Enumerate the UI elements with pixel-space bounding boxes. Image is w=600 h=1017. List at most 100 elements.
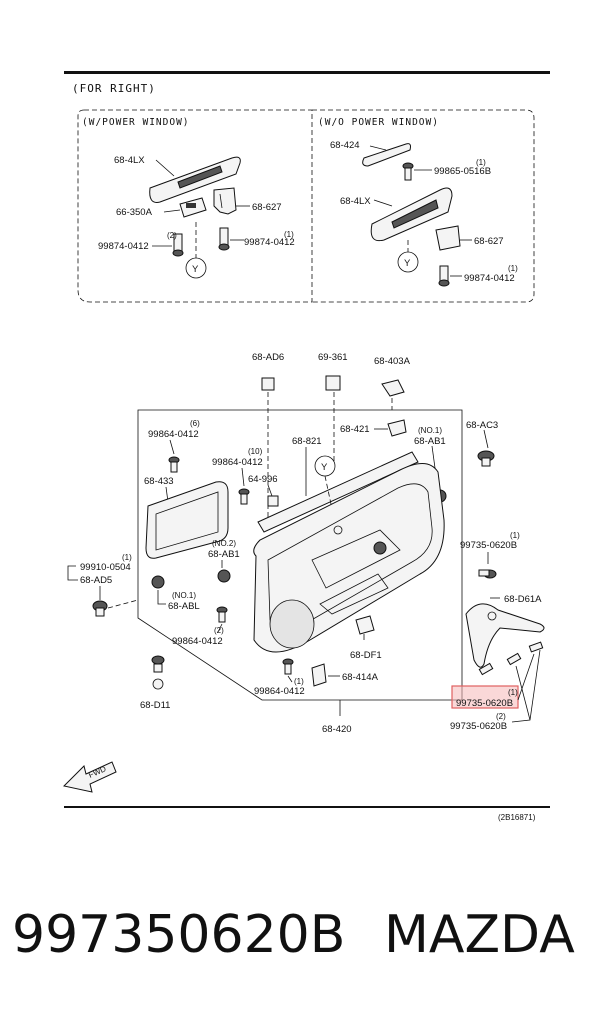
qty: (10) (248, 447, 263, 456)
screw-99864-6 (168, 456, 180, 473)
pocket-68-433 (145, 481, 229, 559)
screw-right (438, 265, 450, 287)
leader (483, 429, 489, 449)
clip-68-403a (381, 379, 405, 397)
leader (157, 590, 166, 605)
door-trim-frame (137, 409, 463, 701)
label-68-421: 68-421 (340, 424, 370, 435)
qty: (1) (294, 677, 304, 686)
label-99864-0412-1: 99864-0412 (254, 686, 305, 697)
qty: (2) (214, 626, 224, 635)
screws-99735-lower (478, 641, 544, 676)
label-68-627-right: 68-627 (474, 236, 504, 247)
label-99874-0412: 99874-0412 (98, 241, 149, 252)
qty: (6) (190, 419, 200, 428)
qty: (1) (510, 531, 520, 540)
header-for-right: (FOR RIGHT) (72, 82, 156, 95)
label-68-627: 68-627 (252, 202, 282, 213)
y-marker (185, 257, 207, 279)
qty: (1) (508, 264, 518, 273)
label-68-821: 68-821 (292, 436, 322, 447)
screw-99735-right (478, 569, 497, 579)
qty: (1) (284, 230, 294, 239)
reference-code: (2B16871) (498, 813, 536, 822)
label-68-ad6: 68-AD6 (252, 352, 284, 363)
leader (67, 565, 78, 581)
label-99864-0412-6: 99864-0412 (148, 429, 199, 440)
label-68-4lx-right: 68-4LX (340, 196, 371, 207)
label-68-abl-no1: 68-ABL (168, 601, 200, 612)
qty: (NO.2) (212, 539, 236, 548)
label-99864-0412-10: 99864-0412 (212, 457, 263, 468)
clip-68-df1 (355, 615, 375, 640)
y-marker-label: Y (192, 264, 199, 275)
screw-left-2 (218, 227, 230, 251)
label-68-4lx: 68-4LX (114, 155, 145, 166)
highlight-box (451, 685, 519, 709)
leader (287, 675, 293, 683)
label-68-ab1-no2: 68-AB1 (208, 549, 240, 560)
part-number: 997350620B (12, 905, 346, 965)
label-68-420: 68-420 (322, 724, 352, 735)
footer: 997350620B MAZDA (0, 895, 600, 985)
label-68-414a: 68-414A (342, 672, 379, 683)
leader (241, 467, 245, 487)
screw-99864-2 (216, 606, 228, 623)
clip-68-ad5 (92, 600, 108, 617)
leader (217, 623, 223, 633)
clip-68-ad6 (261, 377, 275, 391)
label-66-350a: 66-350A (116, 207, 153, 218)
qty: (NO.1) (418, 426, 442, 435)
leader (169, 439, 175, 455)
trim-68-424 (362, 143, 411, 167)
box-no-power-window-title: (W/O POWER WINDOW) (318, 117, 439, 128)
clip-69-361 (325, 375, 341, 391)
leader (373, 199, 393, 207)
label-68-403a: 68-403A (374, 356, 411, 367)
screw-left-1 (172, 233, 184, 257)
fwd-arrow: FWD (62, 761, 117, 793)
label-68-433: 68-433 (144, 476, 174, 487)
window-switch (179, 197, 207, 218)
leader (511, 649, 541, 723)
label-68-ac3: 68-AC3 (466, 420, 498, 431)
bracket-68-627-right (435, 225, 461, 251)
label-99735-0620b-highlighted: 99735-0620B (456, 698, 513, 709)
weatherstrip-68-821 (257, 451, 419, 533)
top-rule (64, 71, 550, 74)
box-power-window (77, 109, 313, 303)
box-no-power-window (312, 109, 535, 303)
qty: (2) (167, 231, 177, 240)
label-99735-0620b: 99735-0620B (460, 540, 517, 551)
label-99910-0504: 99910-0504 (80, 562, 131, 573)
clip-68-ac3 (477, 450, 495, 467)
part-68-421 (387, 419, 407, 437)
label-99735-0620b-2: 99735-0620B (450, 721, 507, 732)
qty: (1) (508, 688, 518, 697)
switch-panel-left (149, 156, 241, 203)
label-99874-0412: 99874-0412 (244, 237, 295, 248)
qty: (1) (476, 158, 486, 167)
leader (107, 599, 139, 609)
label-68-ab1-no1: 68-AB1 (414, 436, 446, 447)
leader (155, 159, 175, 177)
y-marker-right-label: Y (404, 258, 411, 269)
door-panel-68-420 (253, 463, 445, 653)
label-99874-0412-right: 99874-0412 (464, 273, 515, 284)
screw-99864-10 (238, 488, 250, 505)
bracket-68-414a (311, 663, 327, 687)
clip-64-996 (267, 495, 279, 507)
brand-name: MAZDA (384, 905, 575, 965)
qty: (2) (496, 712, 506, 721)
leader (517, 653, 535, 701)
label-69-361: 69-361 (318, 352, 348, 363)
qty: (1) (122, 553, 132, 562)
clip-68-abl (151, 575, 165, 589)
screw-99865 (402, 162, 414, 181)
bracket-68-627-left (213, 187, 237, 215)
qty: (NO.1) (172, 591, 196, 600)
label-64-996: 64-996 (248, 474, 278, 485)
label-68-d61a: 68-D61A (504, 594, 542, 605)
switch-panel-right (370, 187, 453, 242)
